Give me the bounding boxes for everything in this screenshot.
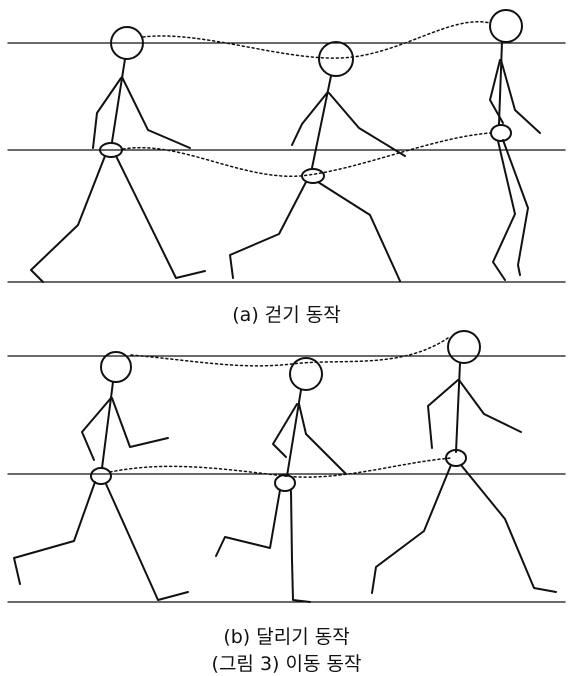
arm-back: [427, 379, 459, 449]
head: [489, 9, 523, 43]
torso: [311, 75, 332, 169]
leg-front: [115, 155, 206, 279]
torso: [111, 58, 126, 143]
torso: [498, 41, 503, 125]
runner-figure-1: [13, 351, 189, 601]
leg-front: [492, 140, 516, 281]
head-trajectory: [130, 337, 449, 367]
walker-figure-1: [30, 26, 206, 283]
head: [289, 357, 323, 391]
torso: [286, 389, 302, 477]
trajectory-lines-walking: [122, 21, 491, 177]
arm-front: [458, 379, 522, 433]
arm-back: [92, 77, 122, 149]
leg-front: [290, 490, 311, 603]
head: [447, 330, 481, 364]
arm-front: [121, 76, 191, 149]
arm-back: [272, 403, 298, 458]
leg-front: [460, 464, 557, 593]
runner-figure-2: [215, 357, 347, 603]
torso: [455, 362, 461, 453]
leg-back: [13, 481, 96, 585]
leg-front: [317, 181, 401, 282]
walker-figure-3: [489, 9, 541, 281]
runner-figure-3: [371, 330, 557, 594]
hip-joint: [99, 142, 123, 158]
caption-walking: (a) 걷기 동작: [232, 304, 341, 326]
hip-trajectory: [122, 132, 491, 177]
leg-back: [502, 139, 529, 276]
torso: [101, 381, 114, 469]
leg-back: [30, 155, 106, 283]
head-trajectory: [142, 21, 491, 59]
reference-lines-walking: [7, 42, 566, 283]
arm-front: [328, 92, 406, 157]
arm-front: [500, 59, 541, 134]
trajectory-lines-running: [109, 337, 453, 478]
hip-joint: [90, 467, 112, 485]
caption-running: (b) 달리기 동작: [223, 626, 350, 648]
leg-back: [229, 181, 307, 279]
walking-panel: [7, 9, 566, 283]
head: [318, 41, 354, 77]
figure-caption: (그림 3) 이동 동작: [211, 653, 362, 675]
head: [100, 351, 132, 383]
hip-joint: [490, 124, 512, 142]
hip-joint: [445, 449, 467, 467]
walker-figure-2: [229, 41, 406, 282]
hip-joint: [274, 474, 296, 492]
running-panel: [7, 330, 566, 603]
leg-back: [371, 464, 452, 594]
hip-joint: [301, 168, 325, 184]
arm-front: [298, 403, 347, 475]
arm-back: [291, 92, 328, 146]
leg-back: [215, 489, 281, 557]
leg-front: [105, 483, 189, 601]
arm-front: [111, 397, 169, 448]
arm-back: [81, 397, 112, 461]
arm-back: [489, 59, 504, 124]
head: [110, 26, 144, 60]
